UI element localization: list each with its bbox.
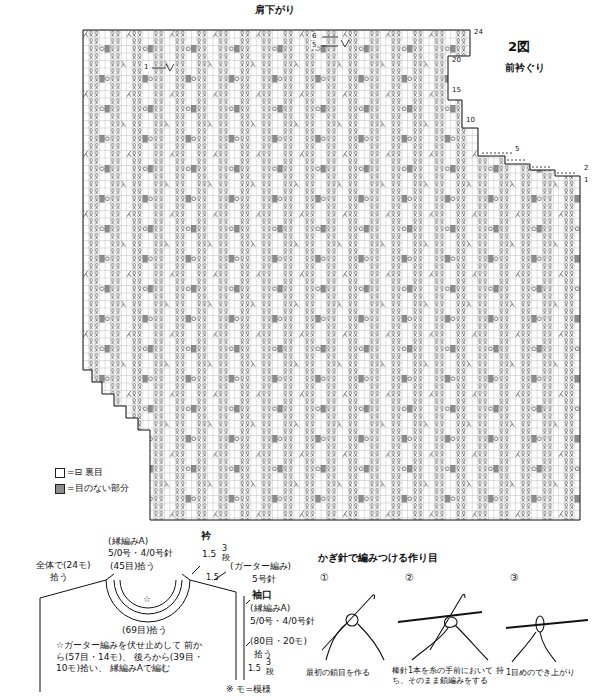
chart-label: 1.5 — [206, 573, 219, 582]
chart-label: かぎ針で編みつける作り目 — [318, 552, 438, 564]
chart-label: 1 — [143, 63, 149, 71]
chart-label: (縁編みA) — [108, 536, 148, 546]
legend-text: =⊟ 裏目 — [67, 466, 103, 479]
chart-label: ② — [405, 572, 414, 584]
legend-swatch — [55, 468, 65, 478]
chart-label: 1 — [584, 176, 588, 184]
chart-label: ☆ — [143, 594, 151, 604]
chart-label: ① — [320, 572, 329, 584]
chart-label: 肩下がり — [255, 4, 295, 16]
chart-label: 5/0号・4/0号針 — [250, 616, 315, 626]
legend-text: =目のない部分 — [67, 482, 129, 495]
chart-label: 全体で(24モ) — [36, 560, 90, 570]
chart-label: (縁編みA) — [250, 603, 290, 613]
chart-label: 1.5 — [248, 664, 261, 673]
chart-label: 10 — [466, 116, 475, 124]
chart-label: (80目・20モ) — [250, 636, 307, 646]
chart-label: 3 — [222, 544, 227, 553]
legend-item: =⊟ 裏目 — [55, 466, 103, 479]
chart-label: 20 — [452, 56, 461, 64]
chart-label: ③ — [510, 572, 519, 584]
chart-label: 5号針 — [252, 574, 276, 584]
chart-label: 5/0号・4/0号針 — [108, 548, 173, 558]
chart-outline — [83, 30, 580, 520]
short-row-marks — [152, 37, 575, 173]
chart-label: 棒針1本を糸の手前において 持ち、そのまま鎖編みをする — [392, 666, 510, 687]
chart-label: ※ モ=模様 — [226, 684, 271, 694]
chart-label: 2図 — [508, 40, 530, 55]
crochet-cast-on-illustration — [322, 594, 588, 662]
chart-label: ☆ガーター編みを伏せ止めして 前から(57目・14モ)、 後ろから(39目・10… — [56, 640, 206, 675]
chart-label: 6 — [311, 32, 317, 40]
legend-swatch — [55, 484, 65, 494]
chart-label: 衿 — [201, 530, 211, 542]
chart-label: 5 — [311, 41, 317, 49]
chart-label: 24 — [474, 28, 483, 36]
garment-outline — [40, 566, 250, 692]
chart-label: (45目)拾う — [110, 561, 155, 571]
chart-label: 最初の鎖目を作る — [306, 668, 370, 677]
chart-grid — [80, 28, 585, 523]
chart-label: 袖口 — [252, 589, 272, 601]
chart-label: 前衿ぐり — [505, 62, 545, 74]
legend-item: =目のない部分 — [55, 482, 129, 495]
chart-label: (ガーター編み) — [230, 561, 291, 571]
chart-label: 15 — [452, 86, 461, 94]
chart-label: 1.5 — [202, 549, 216, 559]
chart-label: 3 — [266, 658, 271, 667]
chart-label: 1目めのでき上がり — [506, 668, 575, 677]
chart-label: 段 — [266, 667, 274, 676]
chart-label: (69目)拾う — [122, 625, 167, 635]
chart-label: 5 — [515, 145, 519, 153]
chart-label: 拾う — [254, 649, 272, 659]
chart-label: 2 — [584, 164, 588, 172]
chart-label: 拾う — [50, 572, 68, 582]
chart-label: 段 — [222, 553, 230, 562]
